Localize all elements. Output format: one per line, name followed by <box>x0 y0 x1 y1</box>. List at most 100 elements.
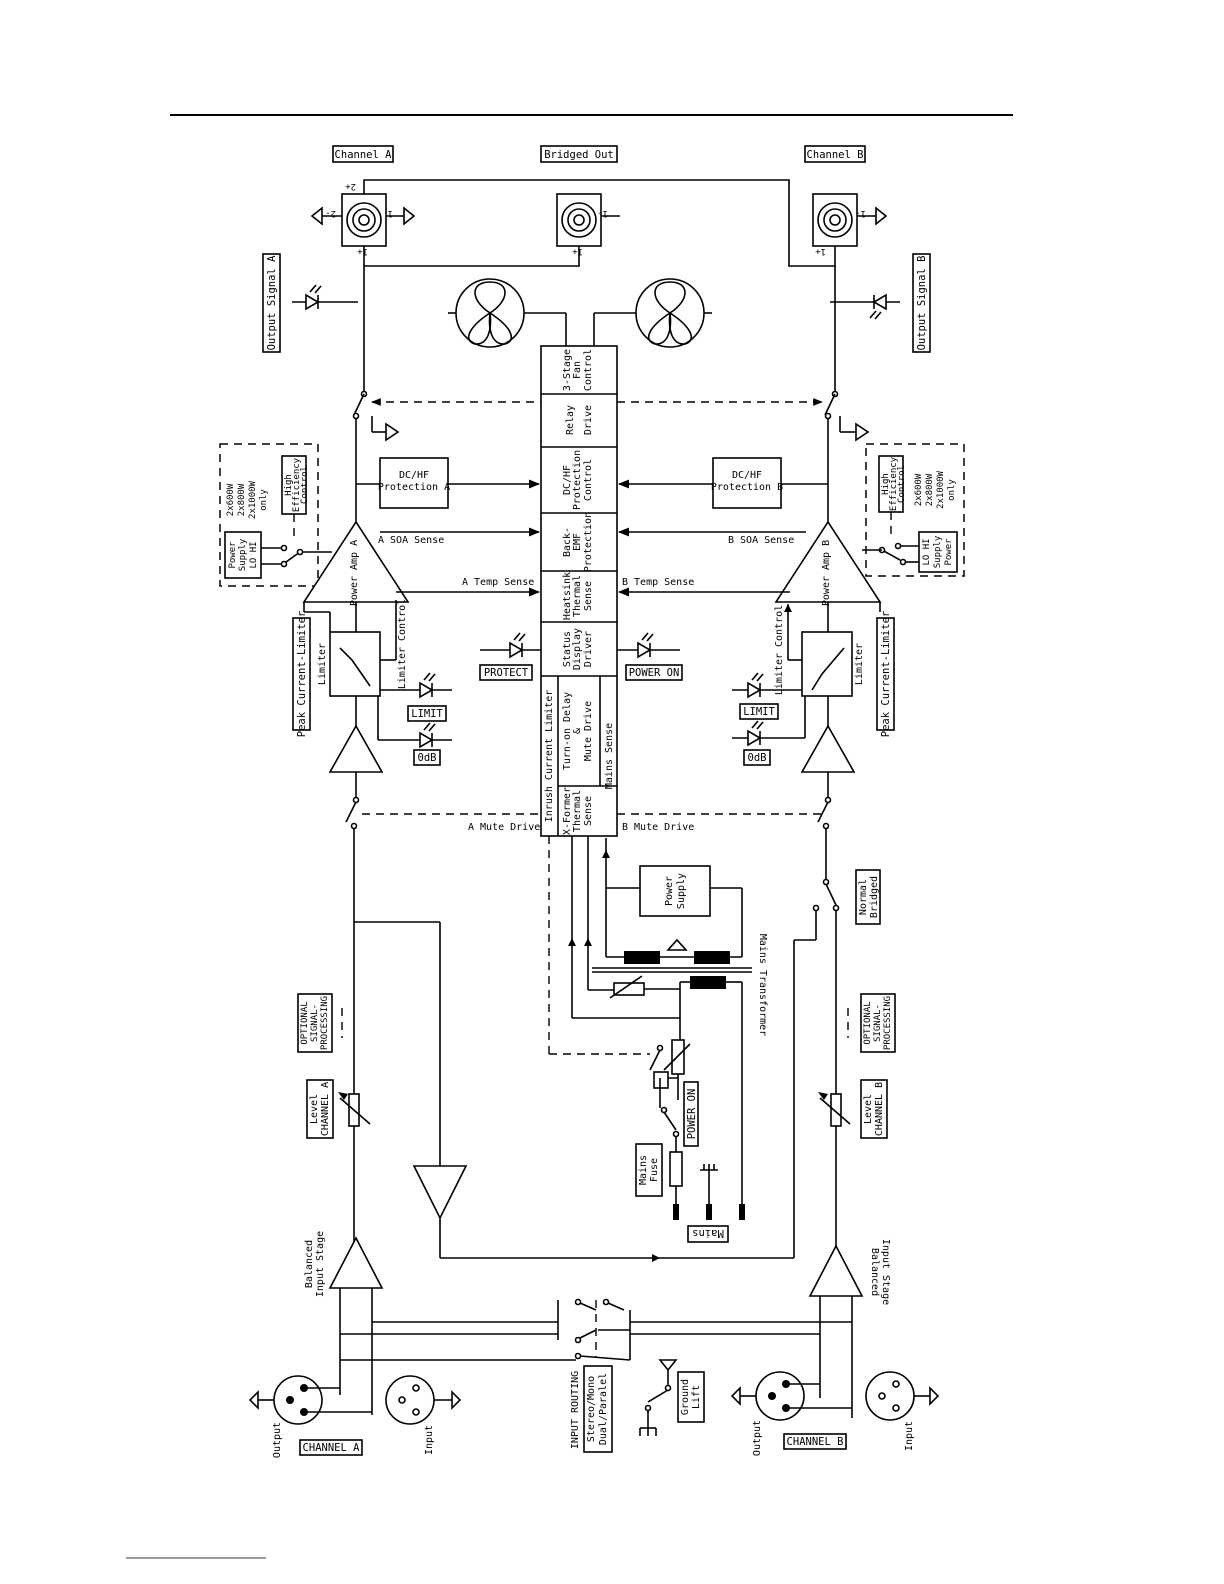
svg-text:Output: Output <box>272 1422 283 1458</box>
svg-text:INPUT ROUTING: INPUT ROUTING <box>570 1371 581 1449</box>
svg-text:CHANNEL B: CHANNEL B <box>787 1436 844 1448</box>
central-control-block: 3-Stage Fan Control Relay Drive DC/HF Pr… <box>540 345 618 837</box>
fan-icon <box>593 278 712 348</box>
led-icon <box>292 284 358 311</box>
svg-text:1+: 1+ <box>815 246 826 256</box>
svg-text:Limiter Control: Limiter Control <box>774 605 785 695</box>
temp-sense-b: B Temp Sense <box>617 577 790 597</box>
svg-text:SIGNAL-: SIGNAL- <box>310 1004 320 1042</box>
driver-amp-b <box>800 724 856 773</box>
label-channel-a: Channel A <box>332 145 394 163</box>
output-line-b <box>824 266 870 528</box>
svg-text:Bridged: Bridged <box>869 876 880 918</box>
svg-text:Control: Control <box>583 349 594 391</box>
svg-text:LO HI: LO HI <box>249 541 259 568</box>
svg-text:Level: Level <box>863 1094 874 1124</box>
svg-text:POWER ON: POWER ON <box>629 667 680 679</box>
svg-text:Input Stage: Input Stage <box>880 1239 891 1305</box>
svg-text:OPTIONAL: OPTIONAL <box>863 1001 873 1044</box>
svg-text:DC/HF: DC/HF <box>399 470 429 481</box>
svg-text:Mains: Mains <box>638 1155 649 1185</box>
label-peak-current-limiter-b: Peak Current-Limiter <box>876 611 895 737</box>
protect-led: PROTECT <box>479 632 541 681</box>
svg-text:Stereo/Mono: Stereo/Mono <box>586 1376 597 1442</box>
svg-text:Heatsink: Heatsink <box>562 572 573 620</box>
svg-text:B Mute Drive: B Mute Drive <box>622 822 694 833</box>
optional-processing-a: OPTIONAL SIGNAL- PROCESSING <box>297 993 343 1053</box>
svg-text:Channel A: Channel A <box>335 149 393 161</box>
svg-text:Output Signal B: Output Signal B <box>916 256 928 351</box>
svg-text:Protection: Protection <box>572 450 583 510</box>
svg-text:Efficiency: Efficiency <box>292 457 302 512</box>
svg-text:only: only <box>259 489 269 511</box>
svg-text:Thermal: Thermal <box>572 790 583 832</box>
svg-text:B Temp Sense: B Temp Sense <box>622 577 694 588</box>
driver-amp-a <box>328 724 384 773</box>
svg-text:Back-: Back- <box>562 527 573 557</box>
temp-sense-a: A Temp Sense <box>396 577 541 597</box>
svg-text:Sense: Sense <box>583 796 594 826</box>
power-on-led: POWER ON <box>617 632 683 681</box>
svg-text:Protection A: Protection A <box>378 482 450 493</box>
svg-text:Limiter Control: Limiter Control <box>397 599 408 689</box>
svg-text:2x800W: 2x800W <box>237 483 247 516</box>
svg-text:Input: Input <box>424 1425 435 1455</box>
svg-text:High: High <box>284 474 294 496</box>
status-driver-cell: Status Display Driver <box>562 628 594 670</box>
speakon-connector-a: 2+ 1+ 2- 1 <box>325 181 393 256</box>
bridged-wire <box>363 179 836 267</box>
limit-led-b: LIMIT <box>732 672 802 720</box>
power-supply-block: Power Supply <box>606 865 743 957</box>
svg-text:3-Stage: 3-Stage <box>562 349 573 391</box>
svg-text:Control: Control <box>583 459 594 501</box>
soa-sense-a: A SOA Sense <box>378 527 541 546</box>
dchf-protection-a: DC/HF Protection A <box>356 457 541 509</box>
svg-text:0dB: 0dB <box>748 752 767 764</box>
svg-text:Mains Transformer: Mains Transformer <box>757 934 768 1036</box>
zero-db-led-b: 0dB <box>732 696 806 766</box>
svg-text:A Mute Drive: A Mute Drive <box>468 822 540 833</box>
svg-text:Fuse: Fuse <box>649 1158 660 1182</box>
speakon-connector-bridged: 1+ 1- <box>556 193 608 256</box>
svg-text:1+: 1+ <box>572 246 583 256</box>
svg-text:Thermal: Thermal <box>572 575 583 617</box>
label-channel-a-caps: CHANNEL A <box>299 1439 363 1456</box>
level-control-b: Level CHANNEL B <box>818 1079 888 1139</box>
balanced-input-stage-a: Balanced Input Stage <box>304 1231 384 1415</box>
svg-text:Dual/Paralel: Dual/Paralel <box>598 1373 609 1445</box>
svg-text:Balanced: Balanced <box>304 1240 315 1288</box>
svg-text:only: only <box>947 479 957 501</box>
svg-text:2x1000W: 2x1000W <box>248 480 258 519</box>
speakon-connector-b: 1+ 1- <box>812 193 866 256</box>
heatsink-cell: Heatsink Thermal Sense <box>562 572 594 620</box>
label-channel-b: Channel B <box>804 145 866 163</box>
svg-text:CHANNEL A: CHANNEL A <box>320 1082 331 1136</box>
svg-text:Mute Drive: Mute Drive <box>583 701 594 761</box>
svg-text:Output Signal A: Output Signal A <box>266 255 278 351</box>
svg-text:Ground: Ground <box>680 1379 691 1415</box>
relay-drive-cell: Relay Drive <box>565 405 594 435</box>
svg-text:Output: Output <box>752 1420 763 1456</box>
svg-text:Mains: Mains <box>692 1227 724 1239</box>
svg-text:2x1000W: 2x1000W <box>936 470 946 509</box>
svg-text:Supply: Supply <box>676 873 687 909</box>
svg-text:OPTIONAL: OPTIONAL <box>300 1001 310 1044</box>
svg-text:Limiter: Limiter <box>854 643 865 685</box>
svg-text:EMF: EMF <box>572 533 583 551</box>
svg-text:High: High <box>881 473 891 495</box>
svg-text:0dB: 0dB <box>418 752 437 764</box>
svg-text:Input: Input <box>904 1421 915 1451</box>
svg-text:&: & <box>572 728 583 734</box>
svg-text:PROCESSING: PROCESSING <box>320 996 330 1050</box>
svg-text:Driver: Driver <box>583 631 594 667</box>
svg-text:1-: 1- <box>597 208 608 218</box>
svg-text:2-: 2- <box>325 208 336 218</box>
svg-text:Power: Power <box>944 538 954 566</box>
svg-text:Display: Display <box>572 628 583 670</box>
svg-text:CHANNEL A: CHANNEL A <box>303 1442 361 1454</box>
svg-text:Normal: Normal <box>858 879 869 915</box>
dchf-protection-b: DC/HF Protection B <box>617 457 828 509</box>
output-line-a <box>352 266 400 528</box>
svg-text:Power Amp B: Power Amp B <box>821 540 832 606</box>
